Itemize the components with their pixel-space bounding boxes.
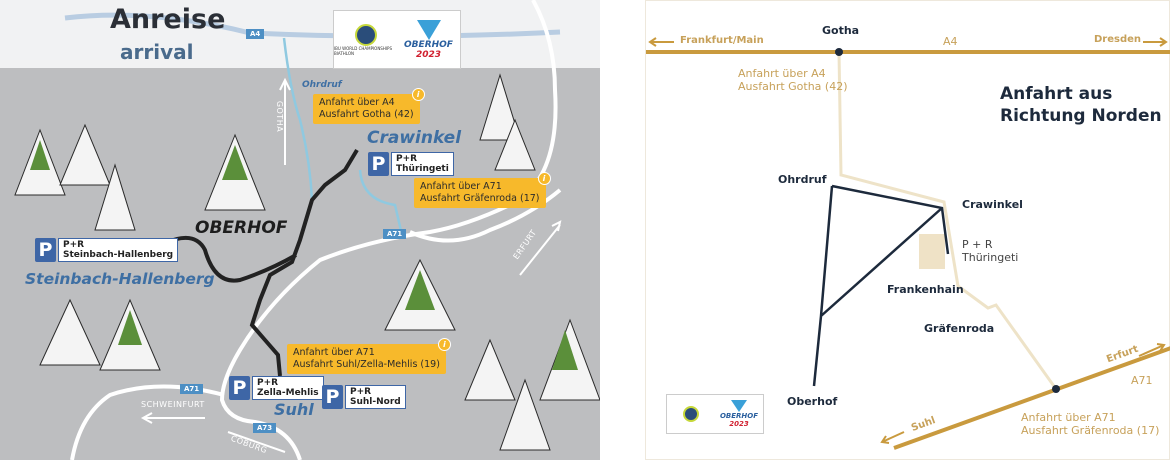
river xyxy=(282,37,404,236)
ibu-logo: IBU WORLD CHAMPIONSHIPS BIATHLON xyxy=(334,11,397,68)
town-frankenhain: Frankenhain xyxy=(887,283,964,296)
gotha-junction xyxy=(835,48,843,56)
map-subtitle: arrival xyxy=(120,40,194,64)
town-graefenroda: Gräfenroda xyxy=(924,322,995,335)
a4-sign: A4 xyxy=(246,29,265,39)
parking-icon: P xyxy=(322,385,343,409)
arrow-suhl xyxy=(880,431,905,444)
schweinfurt-arrow xyxy=(140,412,205,424)
north-route-map: Frankfurt/Main A4 Dresden Gotha Anfahrt … xyxy=(645,0,1170,460)
oberhof-road xyxy=(249,148,359,377)
local-roads xyxy=(812,184,950,387)
a73-sign: A73 xyxy=(253,423,277,433)
arrow-west xyxy=(648,37,674,47)
info-icon: i xyxy=(437,338,451,351)
town-steinbach-hallenberg: Steinbach-Hallenberg xyxy=(25,270,215,288)
direction-gotha: GOTHA xyxy=(275,100,285,133)
info-icon: i xyxy=(411,88,425,101)
triangle-icon xyxy=(416,19,441,40)
label-frankfurt: Frankfurt/Main xyxy=(680,35,764,46)
globe-icon xyxy=(354,23,377,46)
steinbach-road xyxy=(164,235,297,283)
town-ohrdruf: Ohrdruf xyxy=(302,80,342,90)
route-gotha-graefenroda xyxy=(837,51,1058,390)
road-network xyxy=(14,0,600,460)
town-ohrdruf: Ohrdruf xyxy=(778,173,827,186)
graefenroda-junction xyxy=(1052,385,1060,393)
town-gotha: Gotha xyxy=(822,24,860,37)
map-title: Anreise xyxy=(110,4,226,35)
ibu-logo xyxy=(667,395,715,433)
town-oberhof: Oberhof xyxy=(787,395,838,408)
event-logo: IBU WORLD CHAMPIONSHIPS BIATHLON OBERHOF… xyxy=(333,10,461,69)
tree-foliage xyxy=(30,140,578,370)
label-a71: A71 xyxy=(1131,374,1153,387)
label-a4: A4 xyxy=(943,35,958,48)
white-highway-west xyxy=(70,384,225,460)
arrow-east xyxy=(1143,37,1168,47)
label-dresden: Dresden xyxy=(1094,34,1142,45)
parking-icon: P xyxy=(229,376,250,400)
triangle-icon xyxy=(731,400,747,412)
town-suhl: Suhl xyxy=(274,400,314,419)
a71-highway xyxy=(893,346,1170,450)
globe-icon xyxy=(683,406,699,422)
parking-area xyxy=(919,234,945,269)
coburg-arrow xyxy=(227,431,286,453)
route-diagram xyxy=(646,37,1170,450)
a71-sign-top: A71 xyxy=(383,229,407,239)
direction-schweinfurt: SCHWEINFURT xyxy=(141,400,205,409)
parking-icon: P xyxy=(368,152,389,176)
town-crawinkel: Crawinkel xyxy=(367,128,462,148)
a4-road xyxy=(64,12,561,39)
town-crawinkel: Crawinkel xyxy=(962,198,1023,211)
arrow-erfurt xyxy=(1138,343,1166,357)
info-icon: i xyxy=(537,172,551,185)
arrival-map: Anreise arrival IBU WORLD CHAMPIONSHIPS … xyxy=(0,0,600,460)
gotha-arrow xyxy=(279,77,291,165)
erfurt-arrow xyxy=(519,220,562,276)
town-oberhof: OBERHOF xyxy=(195,218,288,238)
white-highway-east xyxy=(219,0,558,460)
parking-icon: P xyxy=(35,238,56,262)
a71-sign-left: A71 xyxy=(180,384,204,394)
